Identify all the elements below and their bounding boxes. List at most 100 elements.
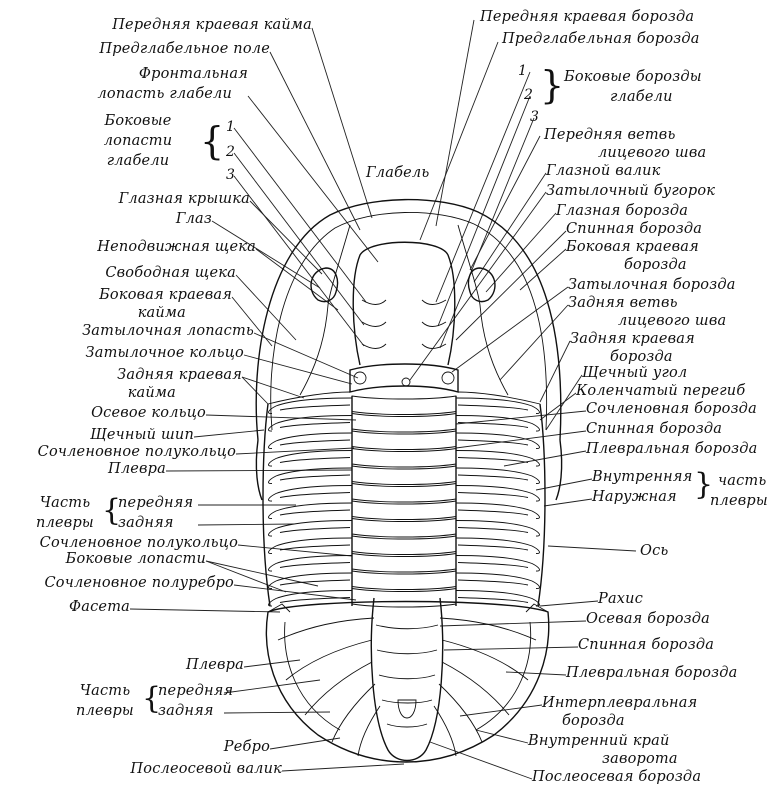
furrow-number-3: 3 [530,110,539,124]
label-anterior-border-furrow: Передняя краевая борозда [480,10,694,25]
label-articulating-half-ring-2: Сочленовное полукольцо [4,536,238,551]
label-dorsal-furrow: Спинная борозда [566,222,702,237]
label-postaxial-furrow: Послеосевая борозда [532,770,701,785]
label-eye-furrow: Глазная борозда [556,204,688,219]
label-part: часть [718,474,766,489]
label-inner-margin-1: Внутренний край [528,734,670,749]
label-lateral-border-furrow-1: Боковая краевая [566,240,699,255]
label-posterior-border-furrow-1: Задняя краевая [570,332,695,347]
leader-line [194,430,264,437]
label-anterior-border: Передняя краевая кайма [40,18,312,33]
leader-line [224,712,330,713]
leader-line [506,672,566,675]
label-lateral-border-1: Боковая краевая [10,288,232,303]
thoracic-segment [269,571,540,590]
label-free-cheek: Свободная щека [10,266,236,281]
leader-line [234,176,364,346]
label-posterior-branch-2: лицевого шва [618,314,726,329]
label-pygidium-part-2: плевры [70,704,140,719]
leader-line [244,660,300,667]
leader-line [130,609,280,612]
thoracic-segment [269,501,540,520]
label-frontal-lobe-2: лопасть глабели [40,87,232,102]
label-occipital-lobe: Затылочная лопасть [10,324,254,339]
label-articulating-half-ring: Сочленовное полукольцо [4,445,236,460]
label-pleura-posterior: задняя [118,516,174,531]
label-eye: Глаз [40,212,212,227]
leader-line [224,680,320,693]
label-axial-ring: Осевое кольцо [10,406,206,421]
leader-line [540,341,570,402]
label-pygidium-posterior: задняя [158,704,214,719]
label-articulating-half-rib: Сочленовное полуребро [4,576,234,591]
leader-line [486,213,556,292]
leader-line [474,173,546,282]
thoracic-segment [269,431,540,450]
leader-line [470,136,540,270]
thoracic-segment [269,484,540,503]
label-axis: Ось [640,544,669,559]
label-rhachis: Рахис [598,592,643,607]
leader-line [198,524,294,525]
label-lateral-furrows-2: глабели [610,90,673,105]
leader-line [456,411,586,424]
furrow-number-2: 2 [524,88,533,102]
label-occipital-furrow: Затылочная борозда [568,278,736,293]
label-pleura-part-1: Часть [30,496,100,511]
label-eye-ridge: Глазной валик [546,164,661,179]
leader-line [270,738,340,749]
leader-line [444,647,578,650]
leader-line [166,470,352,471]
thoracic-segment [269,466,540,485]
label-posterior-border-furrow-2: борозда [610,350,673,365]
furrow-number-1: 1 [518,64,527,78]
label-pleura-anterior: передняя [118,496,193,511]
label-interpleural-furrow-2: борозда [562,714,625,729]
leader-line [438,96,530,326]
leader-line [282,764,404,771]
label-dorsal-furrow-2: Спинная борозда [586,422,722,437]
label-rib: Ребро [10,740,270,755]
lobe-number-3: 3 [226,168,235,182]
label-posterior-branch-1: Задняя ветвь [568,296,678,311]
label-anterior-branch-1: Передняя ветвь [544,128,676,143]
lobe-number-1: 1 [226,120,235,134]
label-fulcrum: Коленчатый перегиб [576,384,745,399]
label-pleura: Плевра [10,462,166,477]
label-pleural-furrow-2: Плевральная борозда [566,666,738,681]
label-occipital-node: Затылочный бугорок [546,184,715,199]
label-lateral-lobes-1: Боковые [98,114,178,129]
lobe-number-2: 2 [226,145,235,159]
label-posterior-border-1: Задняя краевая [10,368,242,383]
thoracic-segment [269,554,540,573]
label-outer-part: Наружная [592,490,677,505]
label-anterior-branch-2: лицевого шва [598,146,706,161]
label-interpleural-furrow-1: Интерплевральная [542,696,697,711]
label-frontal-lobe-1: Фронтальная [40,67,248,82]
leader-line [540,393,576,420]
label-postaxial-ridge: Послеосевой валик [10,762,282,777]
label-articulating-furrow: Сочленовная борозда [586,402,757,417]
label-pygidium-pleura: Плевра [10,658,244,673]
leader-line [456,231,566,340]
thoracic-segment [269,414,540,433]
leader-line [452,287,568,372]
thoracic-segment [269,519,540,538]
brace-icon: } [540,66,564,104]
brace-icon: { [200,122,224,160]
leader-line [244,355,352,384]
label-pygidium-anterior: передняя [158,684,233,699]
label-fixed-cheek: Неподвижная щека [10,240,256,255]
leader-line [248,96,378,262]
leader-line [420,42,498,240]
leader-line [242,377,304,398]
leader-line [430,742,532,779]
label-inner-margin-2: заворота [602,752,678,767]
label-lateral-border-2: кайма [10,306,186,321]
label-pygidium-part-1: Часть [70,684,140,699]
label-occipital-ring: Затылочное кольцо [10,346,244,361]
label-lateral-border-furrow-2: борозда [624,258,687,273]
thoracic-segment [269,449,540,468]
label-palpebral-lobe: Глазная крышка [40,192,250,207]
leader-line [436,20,474,226]
